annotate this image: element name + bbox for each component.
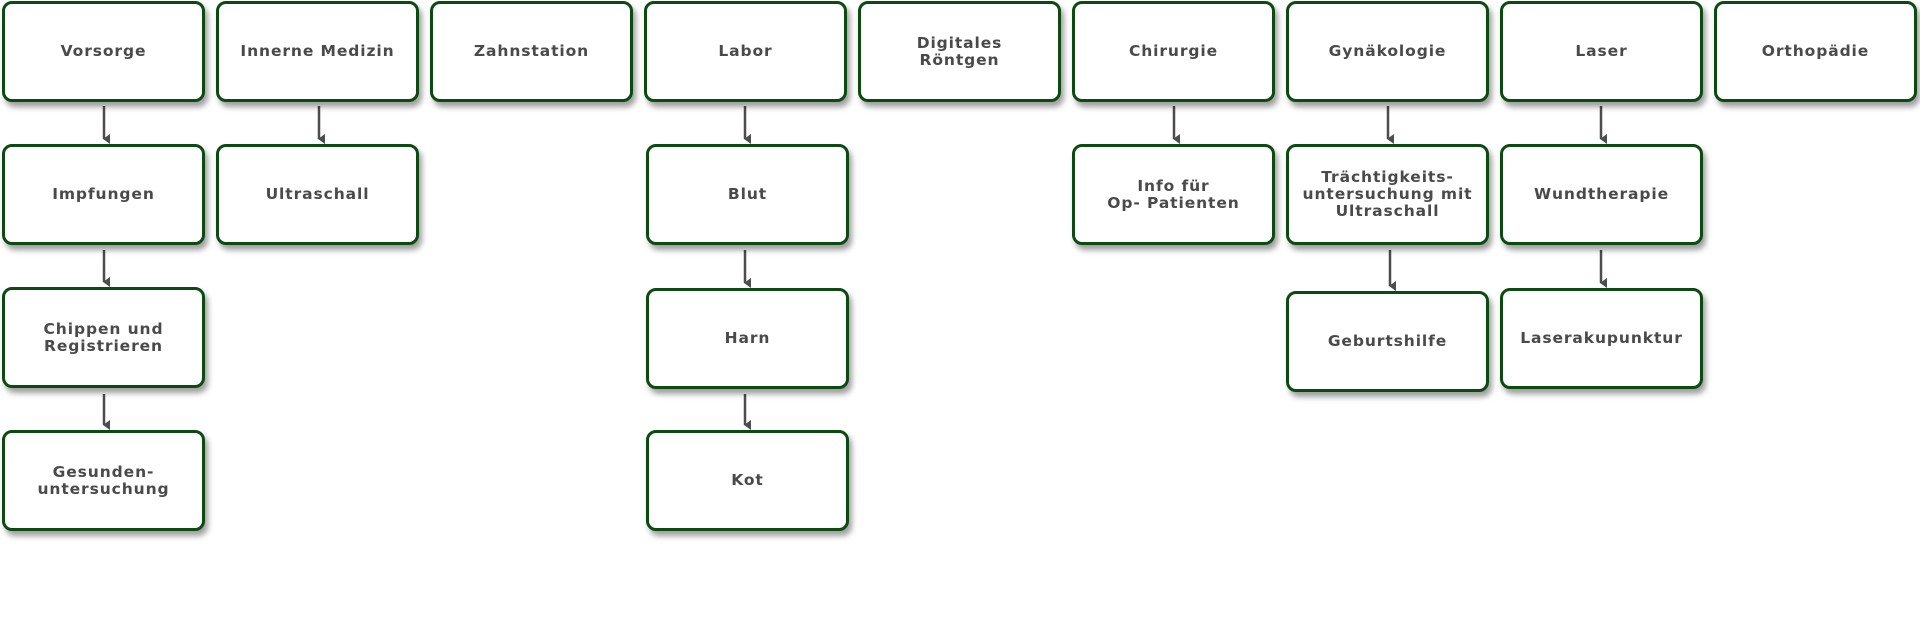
node-label: Laser: [1575, 42, 1628, 60]
node-laserakupunktur[interactable]: Laserakupunktur: [1500, 288, 1703, 389]
node-label: Laserakupunktur: [1520, 329, 1683, 347]
node-orthopaedie[interactable]: Orthopädie: [1714, 1, 1917, 102]
node-label: Vorsorge: [60, 42, 147, 60]
node-chirurgie[interactable]: Chirurgie: [1072, 1, 1275, 102]
node-geburtshilfe[interactable]: Geburtshilfe: [1286, 291, 1489, 392]
node-gynaekologie[interactable]: Gynäkologie: [1286, 1, 1489, 102]
node-label: Gynäkologie: [1328, 42, 1447, 60]
node-laser[interactable]: Laser: [1500, 1, 1703, 102]
node-innerne-medizin[interactable]: Innerne Medizin: [216, 1, 419, 102]
node-label: Harn: [724, 329, 771, 347]
node-label: Info für Op- Patienten: [1107, 176, 1240, 212]
node-label: Blut: [727, 185, 768, 203]
node-harn[interactable]: Harn: [646, 288, 849, 389]
node-label: Ultraschall: [265, 185, 370, 203]
node-blut[interactable]: Blut: [646, 144, 849, 245]
node-label: Digitales Röntgen: [916, 33, 1003, 69]
node-zahnstation[interactable]: Zahnstation: [430, 1, 633, 102]
node-label: Orthopädie: [1761, 42, 1870, 60]
node-label: Trächtigkeits- untersuchung mit Ultrasch…: [1302, 168, 1473, 220]
node-label: Impfungen: [52, 185, 155, 203]
node-wundtherapie[interactable]: Wundtherapie: [1500, 144, 1703, 245]
node-labor[interactable]: Labor: [644, 1, 847, 102]
node-info-fuer-op-patienten[interactable]: Info für Op- Patienten: [1072, 144, 1275, 245]
node-chippen-und-registrieren[interactable]: Chippen und Registrieren: [2, 287, 205, 388]
node-label: Labor: [718, 42, 773, 60]
node-kot[interactable]: Kot: [646, 430, 849, 531]
node-impfungen[interactable]: Impfungen: [2, 144, 205, 245]
node-digitales-roentgen[interactable]: Digitales Röntgen: [858, 1, 1061, 102]
node-traechtigkeitsuntersuchung[interactable]: Trächtigkeits- untersuchung mit Ultrasch…: [1286, 144, 1489, 245]
node-ultraschall[interactable]: Ultraschall: [216, 144, 419, 245]
node-gesundenuntersuchung[interactable]: Gesunden- untersuchung: [2, 430, 205, 531]
node-label: Zahnstation: [473, 42, 590, 60]
node-label: Kot: [731, 471, 764, 489]
node-label: Gesunden- untersuchung: [37, 462, 170, 498]
node-label: Geburtshilfe: [1327, 332, 1448, 350]
node-label: Innerne Medizin: [240, 42, 395, 60]
node-label: Chirurgie: [1128, 42, 1219, 60]
node-label: Wundtherapie: [1533, 185, 1670, 203]
node-vorsorge[interactable]: Vorsorge: [2, 1, 205, 102]
node-label: Chippen und Registrieren: [43, 319, 164, 355]
